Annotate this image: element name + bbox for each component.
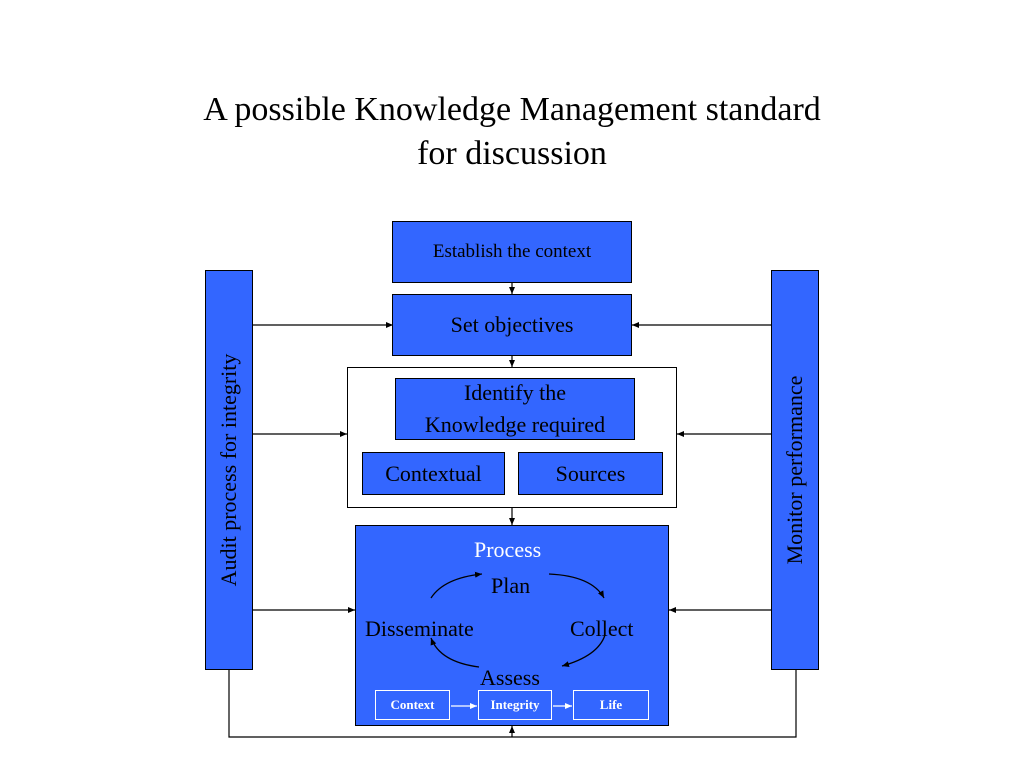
monitor-performance-label: Monitor performance [782, 375, 807, 565]
identify-knowledge-box: Identify the Knowledge required [395, 378, 635, 440]
assess-label: Assess [480, 665, 540, 690]
process-box: Process Plan Disseminate Collect Assess … [355, 525, 669, 726]
collect-label: Collect [570, 616, 634, 641]
contextual-label: Contextual [385, 460, 482, 486]
sources-box: Sources [518, 452, 663, 495]
cycle-arrow-to-disseminate [430, 637, 480, 668]
cycle-arrow-to-collect [548, 573, 605, 599]
set-objectives-label: Set objectives [450, 312, 574, 337]
cycle-arrows [430, 571, 606, 709]
set-objectives-box: Set objectives [392, 294, 632, 356]
context-box: Context [375, 690, 450, 720]
identify-label-line-2: Knowledge required [424, 412, 606, 437]
establish-context-label: Establish the context [432, 241, 592, 262]
establish-context-box: Establish the context [392, 221, 632, 283]
audit-process-label: Audit process for integrity [216, 353, 241, 587]
title-line-1: A possible Knowledge Management standard [203, 91, 821, 128]
process-heading: Process [474, 537, 542, 562]
plan-label: Plan [491, 573, 531, 598]
monitor-performance-bar: Monitor performance [771, 270, 819, 670]
title-line-2: for discussion [417, 135, 607, 172]
cycle-arrow-to-assess [561, 634, 606, 668]
audit-process-bar: Audit process for integrity [205, 270, 253, 670]
life-box: Life [573, 690, 649, 720]
identify-label-line-1: Identify the [463, 380, 567, 405]
page-title: A possible Knowledge Management standard… [0, 88, 1024, 176]
contextual-box: Contextual [362, 452, 505, 495]
integrity-box: Integrity [478, 690, 552, 720]
disseminate-label: Disseminate [365, 616, 474, 641]
sources-label: Sources [555, 460, 626, 486]
cycle-arrow-to-plan [430, 571, 483, 599]
